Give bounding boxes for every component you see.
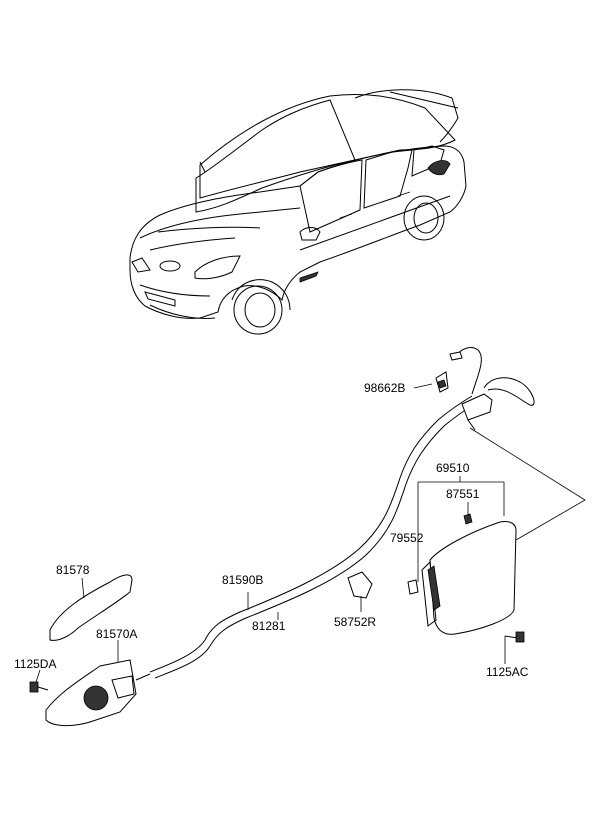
label-81281: 81281 xyxy=(252,619,286,633)
screw-1125ac xyxy=(504,631,525,643)
label-81578: 81578 xyxy=(56,563,90,577)
label-58752r: 58752R xyxy=(334,615,376,629)
leader-lines xyxy=(35,383,586,683)
clip-58752r xyxy=(347,571,373,599)
lever-assembly-81570a xyxy=(45,659,151,727)
screw-1125da xyxy=(29,681,49,693)
fuel-filler-door xyxy=(421,521,517,635)
label-69510: 69510 xyxy=(436,461,470,475)
label-98662b: 98662B xyxy=(364,381,405,395)
label-81570a: 81570A xyxy=(96,627,137,641)
label-1125da: 1125DA xyxy=(14,657,56,671)
release-cable xyxy=(149,347,535,679)
label-87551: 87551 xyxy=(446,487,480,501)
label-1125ac: 1125AC xyxy=(486,665,529,679)
actuator-bracket xyxy=(461,393,493,431)
label-79552: 79552 xyxy=(390,531,424,545)
label-81590b: 81590B xyxy=(222,573,263,587)
car-illustration xyxy=(129,89,467,335)
handle-cover-81578 xyxy=(49,574,133,641)
clip-98662b xyxy=(435,371,449,393)
clip-79552 xyxy=(407,579,419,595)
